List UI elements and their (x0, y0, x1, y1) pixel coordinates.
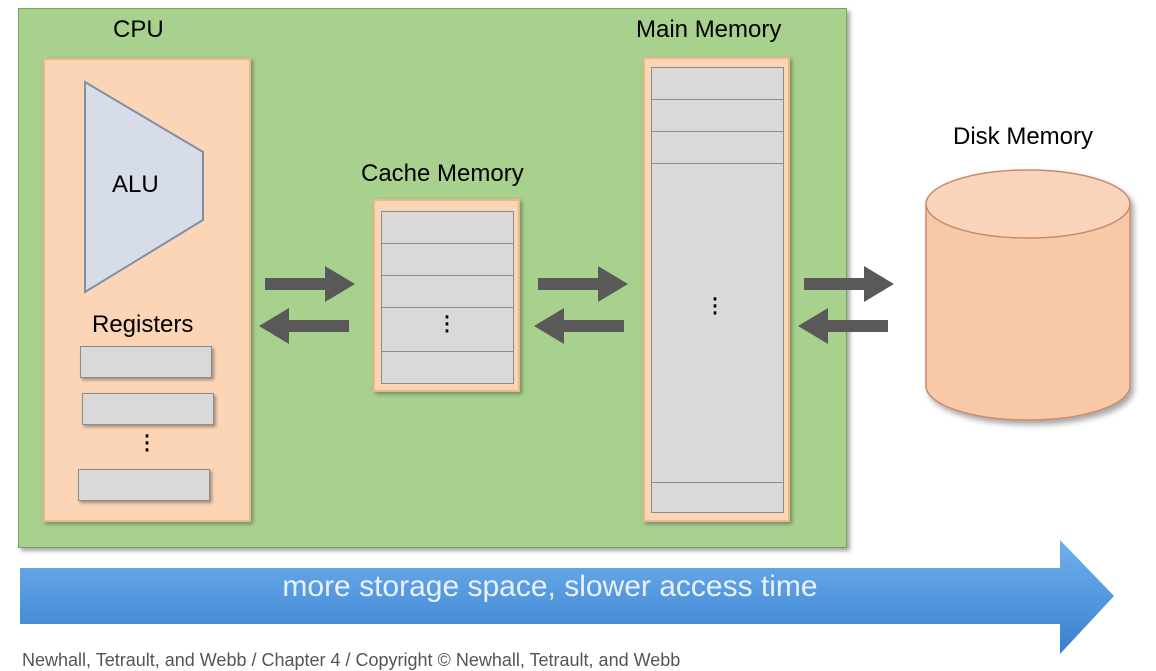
memory-slot (651, 131, 784, 164)
main-memory-ellipsis: ··· (710, 285, 720, 329)
memory-slot (651, 99, 784, 132)
cache-line (381, 211, 514, 244)
cache-title: Cache Memory (361, 160, 524, 187)
register-slot (78, 469, 210, 501)
register-slot (80, 346, 212, 378)
arrow-right-main-to-disk (804, 266, 894, 302)
memory-slot (651, 163, 784, 483)
cpu-title: CPU (113, 16, 164, 43)
arrow-left-main-to-cache (534, 308, 624, 344)
arrow-right-cache-to-main (538, 266, 628, 302)
arrow-left-cache-to-cpu (259, 308, 349, 344)
alu-label: ALU (112, 171, 159, 198)
storage-speed-arrow-label: more storage space, slower access time (282, 570, 818, 603)
cache-line (381, 307, 514, 352)
main-memory-box: ··· (643, 57, 790, 522)
cache-line (381, 351, 514, 384)
registers-label: Registers (92, 311, 194, 338)
footer-credit: Newhall, Tetrault, and Webb / Chapter 4 … (22, 650, 681, 670)
register-slot (82, 393, 214, 425)
disk-title: Disk Memory (953, 123, 1094, 150)
register-ellipsis: ··· (142, 422, 152, 466)
cache-ellipsis: ··· (442, 303, 452, 347)
cache-line (381, 275, 514, 308)
alu-shape (84, 80, 204, 294)
memory-slot (651, 67, 784, 100)
arrow-right-cpu-to-cache (265, 266, 355, 302)
storage-speed-arrow (20, 540, 1114, 654)
memory-slot (651, 482, 784, 513)
cache-line (381, 243, 514, 276)
main-memory-title: Main Memory (636, 16, 782, 43)
cache-box: ··· (373, 199, 520, 392)
arrow-left-disk-to-main (798, 308, 888, 344)
disk-cylinder (925, 169, 1131, 421)
